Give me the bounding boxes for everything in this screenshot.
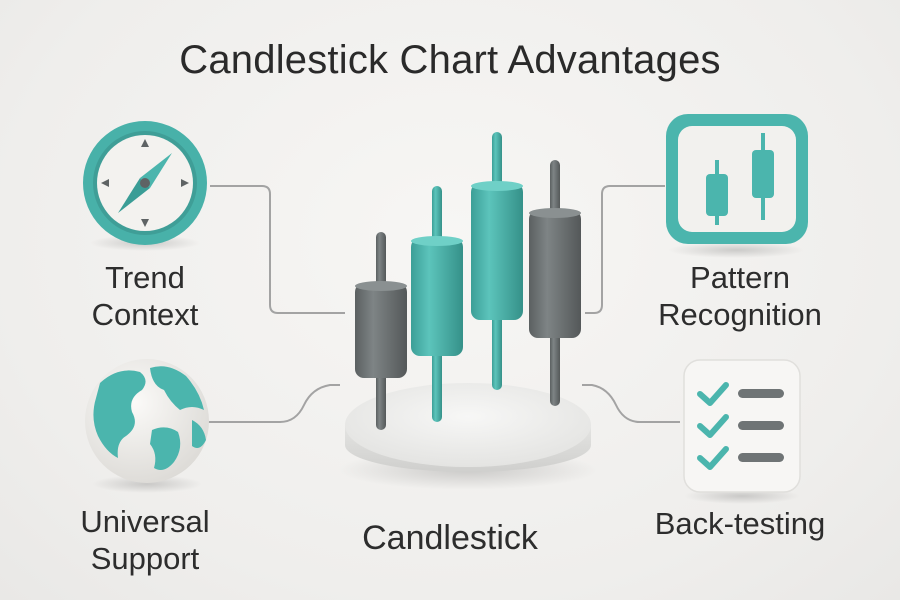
compass-icon	[83, 121, 207, 251]
connector-universal	[205, 384, 340, 423]
trend-context-label: Trend Context	[60, 259, 230, 333]
trend-label-line1: Trend	[105, 260, 185, 295]
universal-support-label: Universal Support	[60, 503, 230, 577]
candle-teal-2	[471, 132, 523, 390]
backtesting-label-line1: Back-testing	[654, 506, 826, 541]
candle-teal-1	[411, 186, 463, 422]
pattern-label-line2: Recognition	[658, 297, 822, 332]
back-testing-label: Back-testing	[630, 505, 850, 542]
connector-trend	[210, 185, 345, 314]
universal-label-line2: Support	[90, 541, 200, 576]
candle-gray-1	[355, 232, 407, 430]
connector-pattern	[585, 185, 665, 314]
connector-backtesting	[582, 384, 680, 423]
globe-icon	[85, 359, 209, 493]
diagram-title: Candlestick Chart Advantages	[179, 38, 721, 82]
checklist-icon	[683, 359, 801, 504]
candle-gray-2	[529, 160, 581, 406]
candlestick-pattern-icon	[666, 114, 808, 258]
connector-lines	[205, 185, 680, 423]
candlestick-center-label: Candlestick	[362, 519, 538, 557]
pattern-recognition-label: Pattern Recognition	[640, 259, 840, 333]
trend-label-line2: Context	[91, 297, 199, 332]
candlestick-sculpture	[338, 132, 598, 490]
universal-label-line1: Universal	[80, 504, 210, 539]
pattern-label-line1: Pattern	[690, 260, 790, 295]
pedestal-base	[345, 383, 591, 472]
